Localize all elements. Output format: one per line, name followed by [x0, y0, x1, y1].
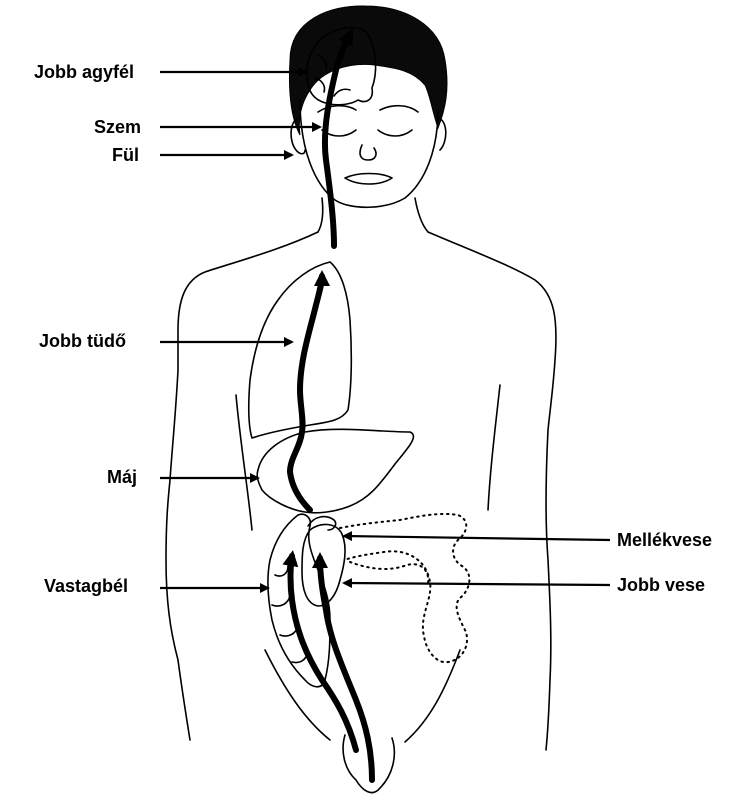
label-right-brain: Jobb agyfél: [34, 61, 134, 83]
right-brow: [380, 106, 418, 112]
colon: [268, 514, 330, 687]
label-colon: Vastagbél: [44, 575, 128, 597]
label-ear: Fül: [112, 144, 139, 166]
body-right-outline: [428, 232, 556, 750]
pelvis-right: [405, 650, 460, 742]
label-liver: Máj: [107, 466, 137, 488]
neck-left: [318, 198, 323, 232]
nose: [360, 145, 376, 160]
label-right-kidney: Jobb vese: [617, 574, 705, 596]
label-eye: Szem: [94, 116, 141, 138]
pointer-adrenal: [344, 536, 610, 540]
face-outline: [300, 100, 438, 207]
pointer-kidney: [344, 583, 610, 585]
label-right-lung: Jobb tüdő: [39, 330, 126, 352]
left-brow: [318, 106, 356, 112]
pelvis-left: [265, 650, 330, 740]
right-eye: [378, 130, 412, 136]
label-adrenal: Mellékvese: [617, 529, 712, 551]
energy-path-middle: [290, 276, 322, 510]
hair: [289, 6, 447, 135]
liver: [257, 429, 413, 512]
mouth: [345, 174, 392, 185]
neck-right: [415, 198, 428, 232]
